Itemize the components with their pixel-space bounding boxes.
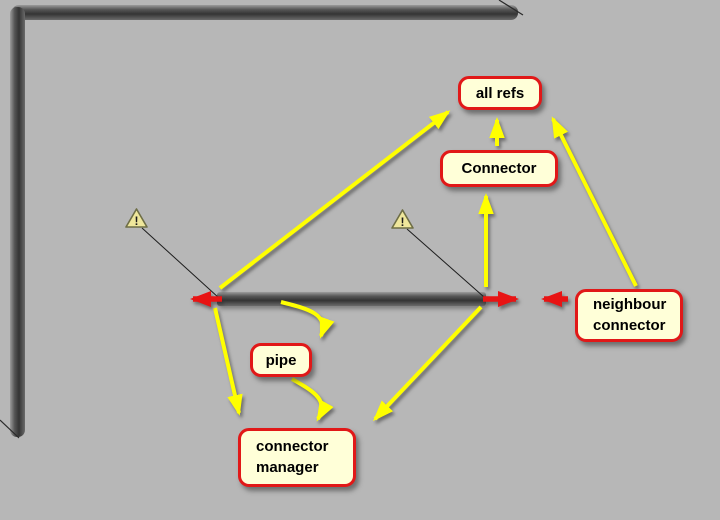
node-connector-manager-line1: connector: [256, 437, 329, 455]
node-connector-manager[interactable]: connector manager: [238, 428, 356, 487]
pipe-segment[interactable]: [217, 292, 486, 306]
warning-leader-lines: [141, 227, 485, 299]
node-pipe[interactable]: pipe: [250, 343, 312, 377]
node-neighbour-connector[interactable]: neighbour connector: [575, 289, 683, 342]
node-all-refs[interactable]: all refs: [458, 76, 542, 110]
arrow-pipe-to-manager: [291, 377, 334, 422]
node-all-refs-label: all refs: [475, 84, 525, 102]
warning-icon[interactable]: !: [125, 208, 148, 228]
arrow-barleft-to-allrefs: [218, 110, 451, 290]
pipe-frame-left[interactable]: [10, 7, 25, 437]
warning-icons: ! !: [125, 208, 414, 229]
node-connector-manager-line2: manager: [256, 458, 319, 476]
pipe-end-cut-line-top: [498, 0, 524, 16]
pipe-end-cut-line-left: [0, 419, 20, 439]
warning-leader-line-left: [141, 227, 220, 299]
node-pipe-label: pipe: [265, 351, 297, 369]
arrow-bar-to-pipe: [280, 300, 335, 339]
arrow-neighbour-to-allrefs: [551, 116, 638, 287]
arrow-barright-to-manager: [372, 305, 483, 422]
pipe-frame-top[interactable]: [12, 5, 518, 20]
warning-leader-line-right: [406, 228, 485, 298]
warning-exclamation: !: [135, 214, 139, 228]
node-connector-label: Connector: [461, 160, 537, 177]
node-neighbour-connector-line1: neighbour: [593, 295, 667, 313]
scene-pipe-frame[interactable]: [0, 0, 524, 439]
arrow-barleft-to-manager: [213, 307, 243, 416]
node-connector[interactable]: Connector: [440, 150, 558, 187]
relation-arrows: [213, 110, 638, 422]
warning-exclamation: !: [401, 215, 405, 229]
node-neighbour-connector-line2: connector: [593, 316, 666, 334]
warning-icon[interactable]: !: [391, 209, 414, 229]
